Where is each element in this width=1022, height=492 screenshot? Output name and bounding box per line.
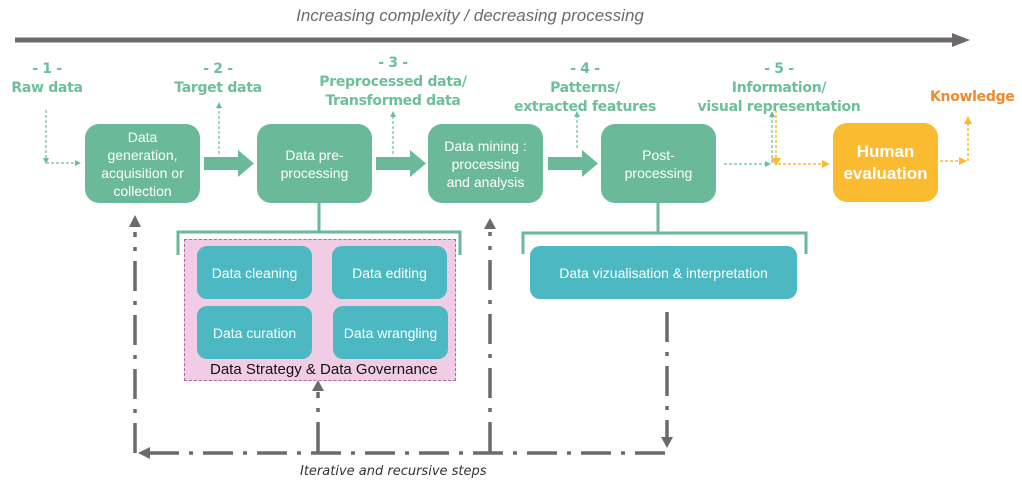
stage-output-connectors [216,102,775,163]
step-text: generation, [107,146,178,163]
stage-subtitle: visual representation [697,99,861,115]
stage-subtitle: extracted features [514,99,656,115]
stage-title: Raw data [11,80,83,96]
stage-number: - 3 - [378,55,408,71]
step-text: evaluation [843,163,928,183]
step-text: Data pre- [285,146,344,163]
stage-title: Target data [174,80,262,96]
step-text: and analysis [446,173,525,190]
stage-title: Patterns/ [550,80,620,96]
step-text: processing [451,155,520,172]
step-text: Data mining : [444,137,527,154]
governance-label: Data Strategy & Data Governance [210,361,438,378]
step-text: collection [113,182,172,199]
raw-data-connector [43,110,81,166]
preprocessing-bracket [176,203,462,255]
task-data-editing: Data editing [332,246,447,299]
step-text: acquisition or [101,164,184,181]
iteration-loop [133,232,669,455]
knowledge-label: Knowledge [930,89,1015,105]
stage-number: - 4 - [570,61,600,77]
evaluation-connectors [724,110,972,168]
stage-title: Information/ [731,80,827,96]
task-data-wrangling: Data wrangling [333,306,448,359]
step-text: Data [127,128,158,145]
stage-label-raw-data: - 1 - Raw data [8,60,86,98]
step-human-evaluation: Human evaluation [833,123,938,202]
stage-label-preprocessed-data: - 3 - Preprocessed data/ Transformed dat… [318,54,468,111]
stage-number: - 5 - [764,61,794,77]
iteration-arrowheads [129,215,673,459]
step-text: Human [856,141,915,161]
stage-subtitle: Transformed data [325,93,461,109]
stage-label-patterns: - 4 - Patterns/ extracted features [510,60,660,117]
complexity-arrow [15,33,970,47]
task-data-visualisation: Data vizualisation & interpretation [530,246,797,299]
task-data-curation: Data curation [197,306,312,359]
step-post-processing: Post- processing [601,124,716,203]
stage-label-information: - 5 - Information/ visual representation [694,60,864,117]
step-text: processing [280,164,349,181]
complexity-caption: Increasing complexity / decreasing proce… [296,6,644,25]
iteration-caption: Iterative and recursive steps [300,464,487,479]
stage-label-target-data: - 2 - Target data [168,60,268,98]
stage-title: Preprocessed data/ [319,74,467,90]
step-data-mining: Data mining : processing and analysis [428,124,543,203]
step-text: Post- [642,146,675,163]
stage-number: - 1 - [32,61,62,77]
stage-number: - 2 - [203,61,233,77]
step-data-generation: Data generation, acquisition or collecti… [85,124,200,203]
task-data-cleaning: Data cleaning [197,246,312,299]
step-text: processing [624,164,693,181]
step-data-preprocessing: Data pre- processing [257,124,372,203]
postprocessing-bracket [521,203,808,254]
process-arrows [204,150,598,177]
